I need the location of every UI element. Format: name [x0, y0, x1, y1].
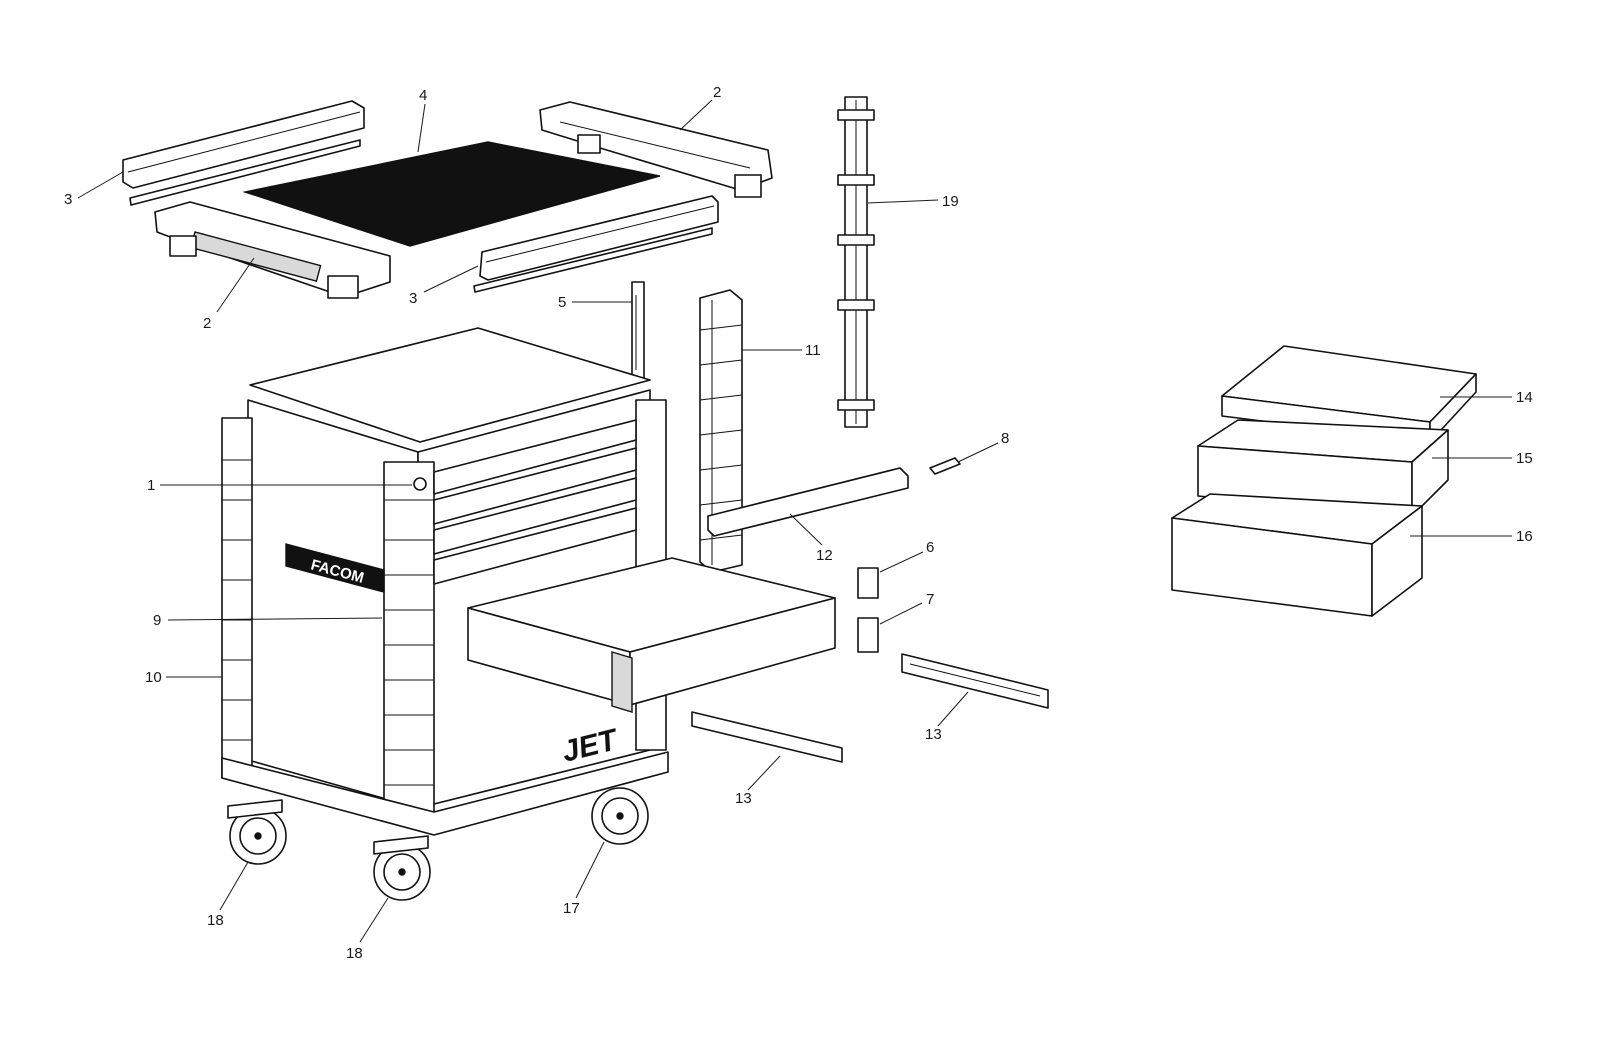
callout-17: 17 [563, 900, 580, 917]
callout-1: 1 [147, 477, 155, 494]
caster-front-left [227, 799, 287, 865]
part-side-rail-11 [699, 289, 743, 573]
callout-12: 12 [816, 547, 833, 564]
callout-16: 16 [1516, 528, 1533, 545]
part-drawer-frame-16 [1171, 493, 1423, 617]
part-cross-bar [707, 467, 909, 537]
callout-11: 11 [805, 342, 821, 359]
part-end-bar-back [539, 101, 773, 198]
part-top-mat [242, 141, 661, 247]
callout-6: 6 [926, 539, 934, 556]
callout-7: 7 [926, 591, 934, 608]
part-open-drawer [467, 557, 836, 713]
callout-14: 14 [1516, 389, 1533, 406]
callout-13-right: 13 [925, 726, 942, 743]
part-top-rail-left [122, 100, 365, 206]
leader-lines [77, 99, 1512, 943]
part-end-bar-front [154, 201, 391, 299]
part-slide-b [901, 653, 1049, 709]
part-upright-5 [631, 281, 645, 381]
part-block-7 [857, 617, 879, 653]
part-top-rail-right [473, 195, 719, 293]
caster-back-right [591, 787, 649, 845]
callout-labels: 1 2 2 3 3 4 5 6 7 8 9 10 11 12 13 13 14 … [64, 84, 1533, 962]
part-block-6 [857, 567, 879, 599]
callout-15: 15 [1516, 450, 1533, 467]
callout-3-left: 3 [64, 191, 72, 208]
callout-8: 8 [1001, 430, 1009, 447]
callout-13-left: 13 [735, 790, 752, 807]
callout-9: 9 [153, 612, 161, 629]
callout-19: 19 [942, 193, 959, 210]
part-slide-a [691, 711, 843, 763]
callout-2-top: 2 [713, 84, 721, 101]
callout-18-right: 18 [346, 945, 363, 962]
callout-4: 4 [419, 87, 427, 104]
callout-18-left: 18 [207, 912, 224, 929]
caster-front-right [373, 835, 431, 901]
callout-3-right: 3 [409, 290, 417, 307]
callout-10: 10 [145, 669, 162, 686]
callout-5: 5 [558, 294, 566, 311]
part-drawer-lock-rail-19 [837, 96, 875, 428]
callout-2-bottom: 2 [203, 315, 211, 332]
part-key [929, 457, 961, 475]
